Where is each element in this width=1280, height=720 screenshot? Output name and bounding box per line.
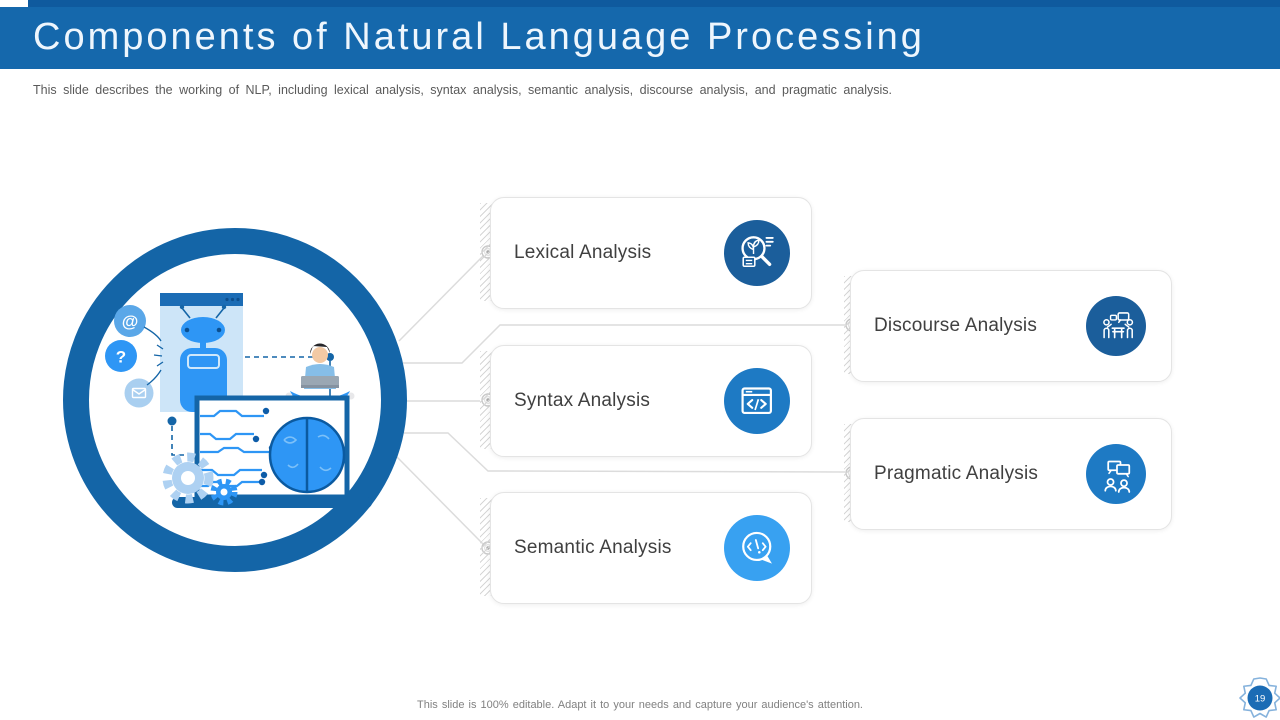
code-window-icon	[724, 368, 790, 434]
gears-icon	[162, 452, 238, 506]
svg-text:?: ?	[116, 348, 126, 367]
question-bubble: ?	[105, 340, 164, 372]
hatch-strip	[480, 203, 493, 301]
card-pragmatic-analysis: Pragmatic Analysis	[850, 418, 1172, 530]
chat-symbols-icon	[724, 515, 790, 581]
chatbot-window-illustration	[160, 293, 243, 412]
card-label: Pragmatic Analysis	[874, 463, 1039, 484]
hatch-strip	[480, 351, 493, 449]
footer-note: This slide is 100% editable. Adapt it to…	[417, 699, 863, 711]
search-document-icon	[724, 220, 790, 286]
brain-icon	[268, 416, 346, 494]
card-discourse-analysis: Discourse Analysis	[850, 270, 1172, 382]
people-conversation-icon	[1086, 444, 1146, 504]
ring	[63, 228, 407, 572]
svg-text:@: @	[122, 312, 139, 331]
header-top-strip	[28, 0, 1280, 7]
slide-subtitle: This slide describes the working of NLP,…	[33, 83, 893, 97]
card-label: Semantic Analysis	[514, 537, 672, 558]
mail-bubble	[124, 369, 162, 408]
header-bar	[0, 7, 1280, 69]
card-label: Lexical Analysis	[514, 242, 652, 263]
page-number: 19	[1255, 694, 1266, 705]
card-syntax-analysis: Syntax Analysis	[490, 345, 812, 457]
nlp-illustration: @ ?	[63, 228, 407, 572]
laptop-brain-illustration	[172, 395, 372, 508]
card-label: Discourse Analysis	[874, 315, 1038, 336]
card-semantic-analysis: Semantic Analysis	[490, 492, 812, 604]
hatch-strip	[480, 498, 493, 596]
meeting-table-icon	[1086, 296, 1146, 356]
page-title: Components of Natural Language Processin…	[33, 16, 925, 58]
card-lexical-analysis: Lexical Analysis	[490, 197, 812, 309]
card-label: Syntax Analysis	[514, 390, 651, 411]
page-number-badge: 19	[1239, 677, 1280, 718]
at-bubble: @	[114, 305, 162, 342]
